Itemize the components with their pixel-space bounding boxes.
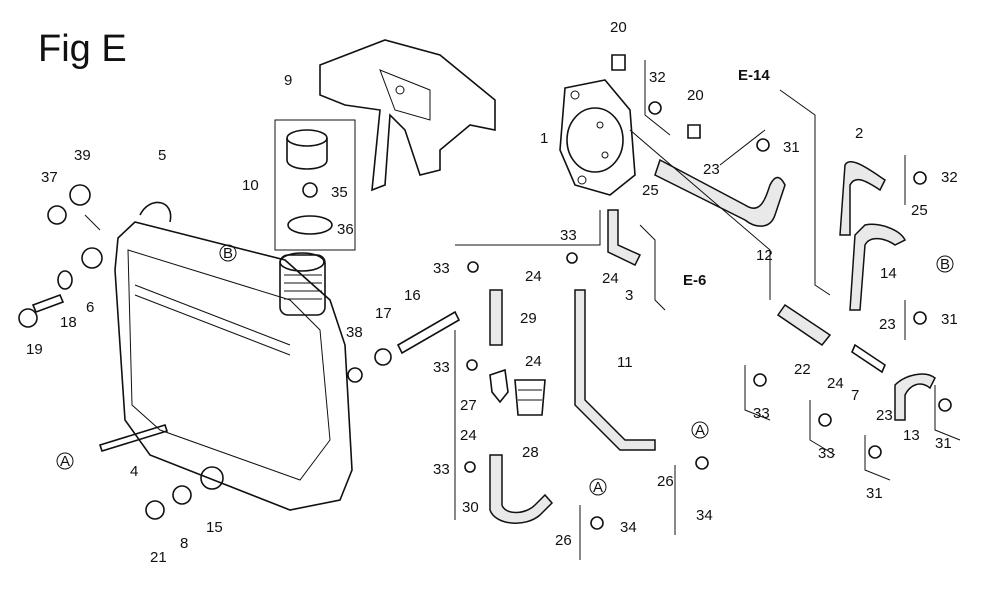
callout: 33: [753, 405, 770, 422]
bracket: [319, 39, 496, 192]
callout: 6: [86, 299, 94, 316]
callout: 24: [525, 353, 542, 370]
connector-a: A: [60, 453, 70, 470]
callouts: 20 32 20 31 9 10 35 36 1 25 23 12 2 32 3…: [26, 19, 958, 566]
connector-b: B: [223, 245, 233, 262]
fuel-pump: [559, 79, 636, 196]
connector-b: B: [940, 256, 950, 273]
callout: 16: [404, 287, 421, 304]
callout: 35: [331, 184, 348, 201]
callout: 23: [876, 407, 893, 424]
callout: 10: [242, 177, 259, 194]
connector-a: A: [695, 422, 705, 439]
callout: 25: [911, 202, 928, 219]
filler-neck: [279, 254, 326, 316]
callout: 7: [851, 387, 859, 404]
callout: 23: [879, 316, 896, 333]
callout: 29: [520, 310, 537, 327]
callout: 21: [150, 549, 167, 566]
callout: 24: [525, 268, 542, 285]
callout: 12: [756, 247, 773, 264]
callout: 28: [522, 444, 539, 461]
callout: 24: [602, 270, 619, 287]
fuel-cap-group: [274, 119, 356, 251]
callout: 2: [855, 125, 863, 142]
callout: 17: [375, 305, 392, 322]
ref-e14: E-14: [738, 67, 770, 84]
callout: 8: [180, 535, 188, 552]
callout: 5: [158, 147, 166, 164]
callout: 24: [827, 375, 844, 392]
callout: 30: [462, 499, 479, 516]
callout: 33: [433, 260, 450, 277]
callout: 34: [620, 519, 637, 536]
callout: 37: [41, 169, 58, 186]
callout: 22: [794, 361, 811, 378]
frame-lines: [84, 60, 961, 560]
callout: 33: [818, 445, 835, 462]
callout: 33: [433, 359, 450, 376]
callout: 32: [941, 169, 958, 186]
callout: 13: [903, 427, 920, 444]
callout: 31: [941, 311, 958, 328]
callout: 1: [540, 130, 548, 147]
callout: 33: [433, 461, 450, 478]
callout: 36: [337, 221, 354, 238]
callout: 34: [696, 507, 713, 524]
callout: 18: [60, 314, 77, 331]
ref-e6: E-6: [683, 272, 706, 289]
callout: 39: [74, 147, 91, 164]
callout: 32: [649, 69, 666, 86]
callout: 23: [703, 161, 720, 178]
callout: 20: [687, 87, 704, 104]
connector-markers: A A A B B: [56, 244, 954, 496]
callout: 4: [130, 463, 138, 480]
callout: 15: [206, 519, 223, 536]
callout: 11: [617, 354, 633, 371]
callout: 31: [866, 485, 883, 502]
callout: 20: [610, 19, 627, 36]
callout: 19: [26, 341, 43, 358]
callout: 31: [935, 435, 952, 452]
callout: 31: [783, 139, 800, 156]
callout: 14: [880, 265, 897, 282]
callout: 27: [460, 397, 477, 414]
callout: 9: [284, 72, 292, 89]
hoses: [489, 158, 936, 524]
callout: 25: [642, 182, 659, 199]
callout: 38: [346, 324, 363, 341]
callout: 24: [460, 427, 477, 444]
connector-a: A: [593, 479, 603, 496]
hose-29: [489, 289, 503, 346]
callout: 33: [560, 227, 577, 244]
callout: 26: [657, 473, 674, 490]
fuel-tank: [114, 201, 353, 511]
figure-title: Fig E: [38, 28, 127, 70]
small-parts: [18, 54, 952, 530]
callout: 3: [625, 287, 633, 304]
callout: 26: [555, 532, 572, 549]
